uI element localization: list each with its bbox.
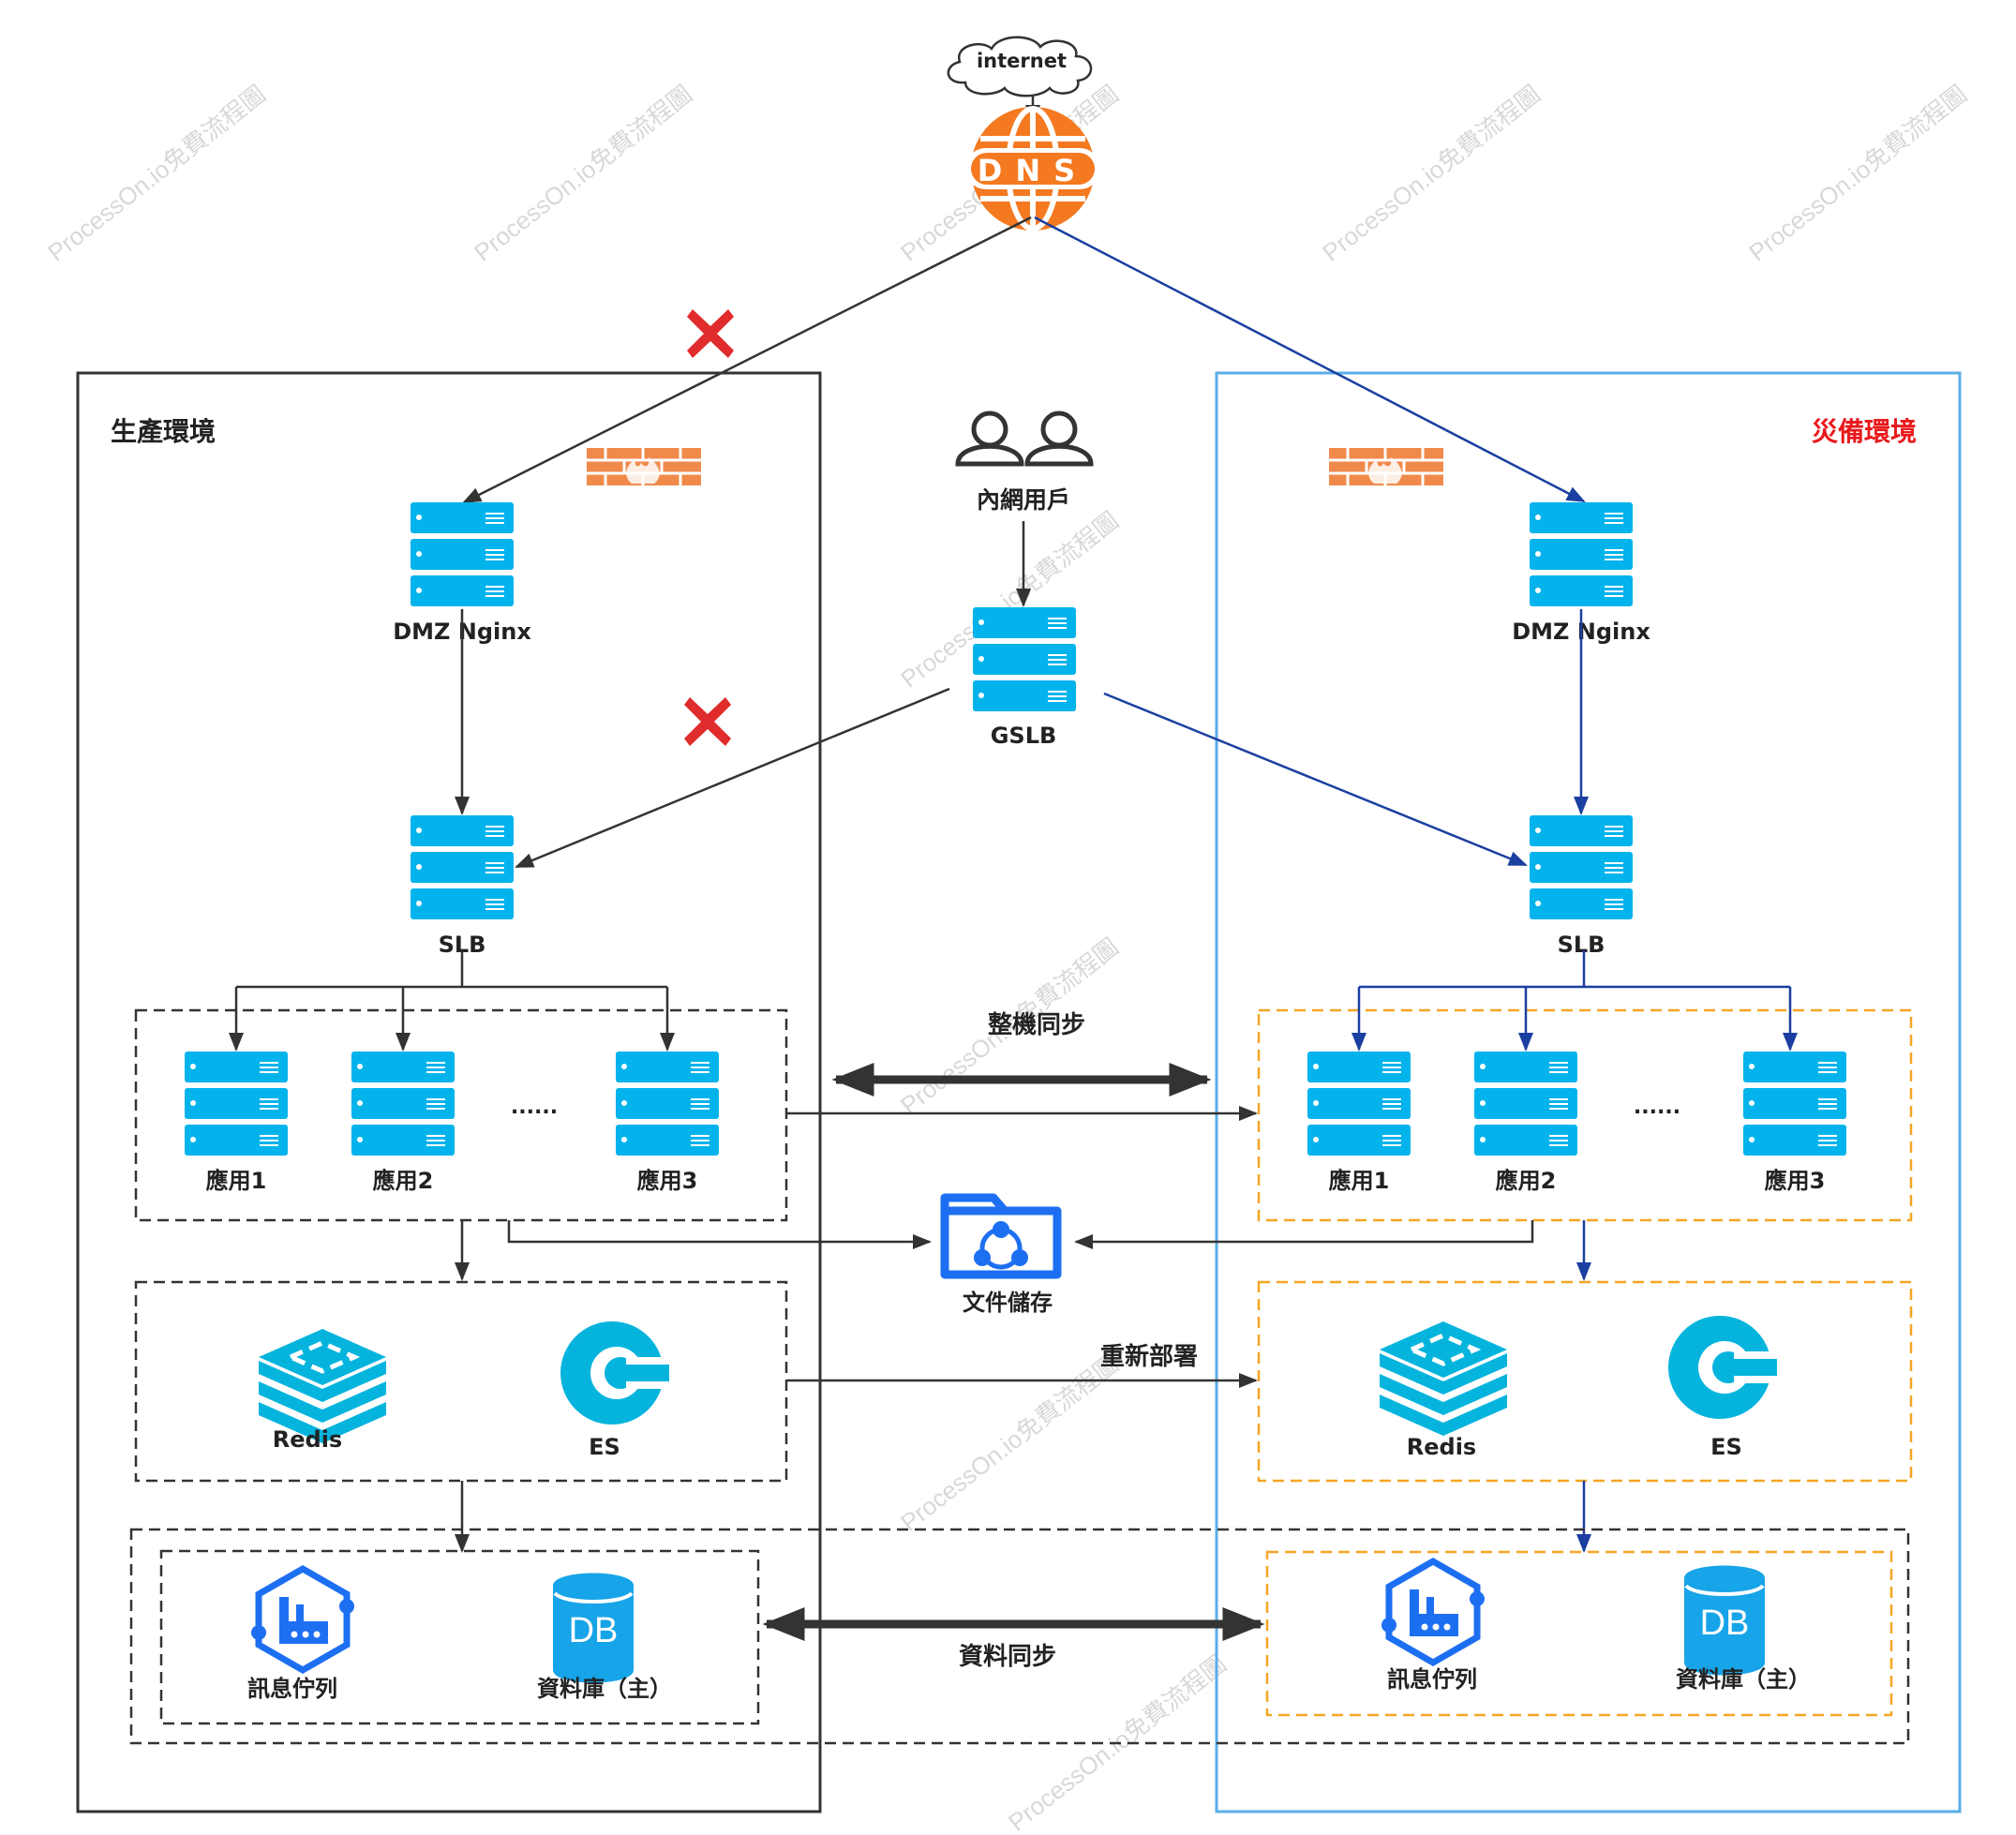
watermark: ProcessOn.io免費流程圖 xyxy=(1743,80,1972,267)
dr-redis-label: Redis xyxy=(1407,1434,1476,1460)
prod-cache-cluster xyxy=(134,1280,788,1483)
dr-app2-server-icon xyxy=(1473,1051,1578,1156)
prod-app3-label: 應用3 xyxy=(637,1168,698,1194)
watermark: ProcessOn.io免費流程圖 xyxy=(1317,80,1546,267)
prod-app3-server-icon xyxy=(615,1051,720,1156)
prod-slb-server-icon xyxy=(410,814,515,920)
dr-zone-title: 災備環境 xyxy=(1812,416,1917,447)
watermarks: ProcessOn.io免費流程圖 ProcessOn.io免費流程圖 Proc… xyxy=(42,80,1972,1835)
prod-app1-label: 應用1 xyxy=(206,1168,267,1194)
dr-slb-server-icon xyxy=(1529,814,1634,920)
failed-route-x-icon xyxy=(684,697,731,746)
internet-cloud xyxy=(947,36,1093,97)
prod-data-cluster xyxy=(159,1549,760,1725)
file-storage-icon xyxy=(940,1193,1062,1279)
watermark: ProcessOn.io免費流程圖 xyxy=(42,80,271,267)
machine-sync-label: 整機同步 xyxy=(988,1010,1085,1039)
production-zone xyxy=(76,371,822,1813)
dr-cache-cluster xyxy=(1257,1280,1913,1483)
users-icon xyxy=(955,410,1094,467)
dr-app3-label: 應用3 xyxy=(1765,1168,1826,1194)
dr-data-cluster xyxy=(1265,1550,1893,1717)
dr-mq-label: 訊息佇列 xyxy=(1387,1666,1477,1693)
gslb-server-icon xyxy=(972,606,1077,712)
internet-label: internet xyxy=(977,50,1067,72)
dr-app-cluster xyxy=(1257,1008,1913,1222)
internal-users-label: 內網用戶 xyxy=(977,486,1070,514)
data-layer xyxy=(129,1528,1910,1745)
prod-mq-icon xyxy=(251,1569,354,1670)
dr-app1-server-icon xyxy=(1307,1051,1411,1156)
dr-mq-icon xyxy=(1381,1561,1485,1663)
dr-es-label: ES xyxy=(1710,1434,1742,1460)
gslb-to-prod-link xyxy=(515,687,950,869)
dr-app-ellipsis: ...... xyxy=(1634,1096,1680,1119)
prod-es-icon xyxy=(560,1321,669,1425)
dr-nginx-server-icon xyxy=(1529,501,1634,607)
dr-db-label: 資料庫（主） xyxy=(1676,1666,1811,1693)
dns-to-prod-link xyxy=(462,216,1032,504)
dr-es-icon xyxy=(1668,1316,1777,1419)
prod-app2-server-icon xyxy=(351,1051,455,1156)
dns-globe-icon: DNS xyxy=(965,106,1100,231)
prod-db-icon-text: DB xyxy=(569,1611,619,1650)
data-sync-label: 資料同步 xyxy=(959,1642,1056,1671)
redeploy-label: 重新部署 xyxy=(1100,1342,1198,1371)
prod-nginx-server-icon xyxy=(410,501,515,607)
svg-text:DNS: DNS xyxy=(978,153,1088,188)
dr-slb-label: SLB xyxy=(1558,932,1605,958)
dr-redis-icon xyxy=(1380,1321,1507,1436)
watermark: ProcessOn.io免費流程圖 xyxy=(895,1350,1124,1537)
prod-es-label: ES xyxy=(589,1434,620,1460)
failed-route-x-icon xyxy=(687,309,734,358)
watermark: ProcessOn.io免費流程圖 xyxy=(469,80,697,267)
dr-db-icon-text: DB xyxy=(1700,1604,1750,1643)
dr-app2-label: 應用2 xyxy=(1496,1168,1557,1194)
dr-zone xyxy=(1215,371,1962,1813)
prod-app1-server-icon xyxy=(184,1051,289,1156)
file-storage-label: 文件儲存 xyxy=(963,1290,1053,1316)
firewall-icon xyxy=(585,446,703,487)
prod-db-label: 資料庫（主） xyxy=(537,1676,672,1702)
dr-app3-server-icon xyxy=(1742,1051,1847,1156)
prod-app2-label: 應用2 xyxy=(373,1168,434,1194)
prod-mq-label: 訊息佇列 xyxy=(247,1676,337,1702)
gslb-label: GSLB xyxy=(991,723,1057,749)
firewall-icon xyxy=(1327,446,1445,487)
gslb-to-dr-link xyxy=(1103,692,1528,867)
prod-redis-label: Redis xyxy=(273,1426,342,1453)
prod-app-ellipsis: ...... xyxy=(511,1096,558,1119)
production-zone-title: 生產環境 xyxy=(111,416,216,447)
dr-app1-label: 應用1 xyxy=(1329,1168,1390,1194)
dns-to-dr-link xyxy=(1034,216,1586,503)
